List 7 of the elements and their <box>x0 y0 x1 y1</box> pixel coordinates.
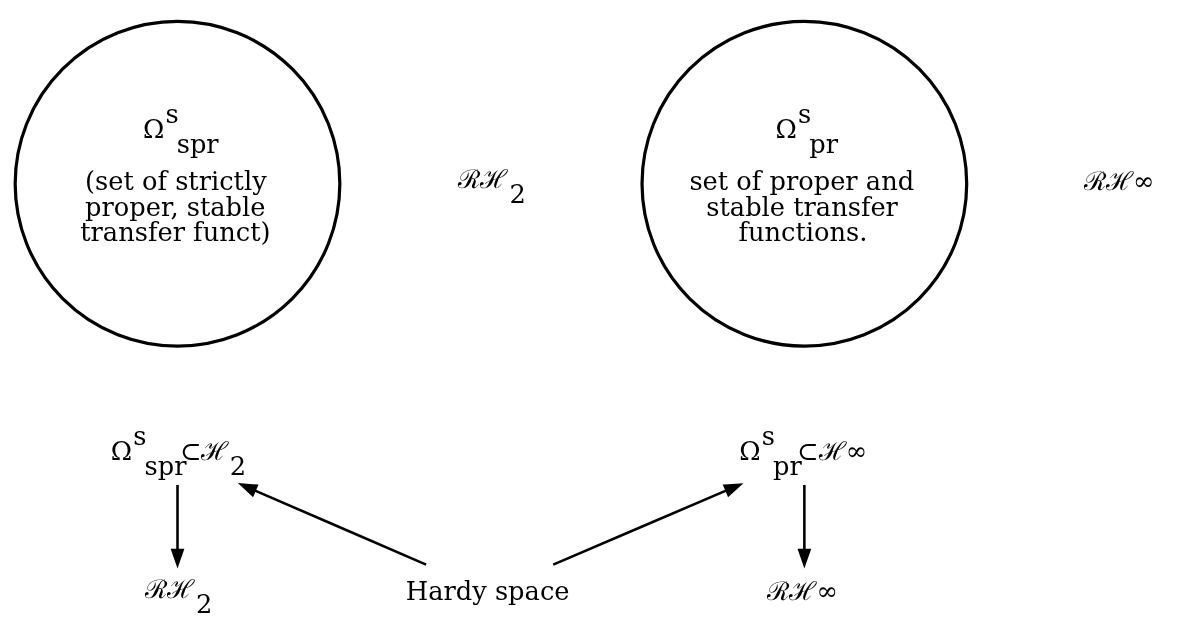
label: ℛℋ∞ <box>1084 165 1155 196</box>
node-text: Hardy space <box>405 575 570 606</box>
arrow <box>552 482 744 566</box>
arrow <box>797 484 812 568</box>
arrow <box>237 482 427 566</box>
arrow <box>170 484 185 568</box>
node-text: ℛℋ∞ <box>767 575 838 606</box>
